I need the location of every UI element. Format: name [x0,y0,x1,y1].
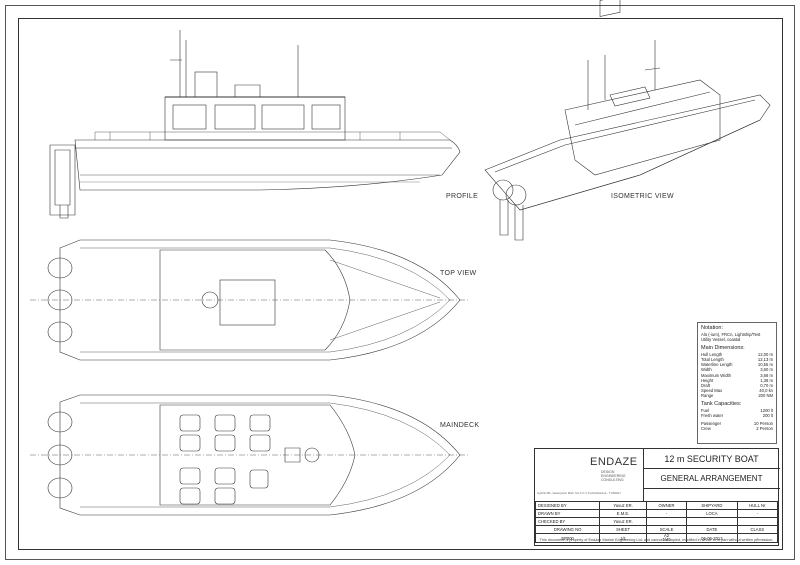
drawing-subtitle: GENERAL ARRANGEMENT [643,468,780,489]
company-name: ENDAZE [590,456,638,468]
maindeck-label: MAINDECK [440,422,480,429]
maindeck-view [30,394,470,516]
sheet-border-inner [18,18,783,550]
copyright-footer: This document is property of Endaze Mari… [539,538,774,542]
title-block: ENDAZE DESIGN ENGINEERING CONSULTING Ayd… [534,448,780,546]
company-tagline: DESIGN ENGINEERING CONSULTING [601,470,626,482]
top-view [30,239,470,361]
company-address: Aydinli Mh. Sekerpinar Mah. No:1 K:1 Tuz… [537,491,622,495]
notation-description: Alü (-ium), FRCn, Lightship/Test Utility… [701,332,761,343]
logo-cell: ENDAZE DESIGN ENGINEERING CONSULTING Ayd… [535,449,644,501]
tank-capacities-title: Tank Capacities: [701,400,742,407]
profile-view [49,30,461,219]
main-dimensions-title: Main Dimensions: [701,344,745,351]
isometric-view [484,0,771,241]
drawing-title: 12 m SECURITY BOAT [643,449,780,469]
sheet-border-outer [5,5,795,560]
top-view-label: TOP VIEW [440,270,477,277]
isometric-label: ISOMETRIC VIEW [611,193,674,200]
notation-title: Notation: [701,325,724,331]
profile-label: PROFILE [446,193,479,200]
notation-box: Notation: Alü (-ium), FRCn, Lightship/Te… [697,322,777,444]
